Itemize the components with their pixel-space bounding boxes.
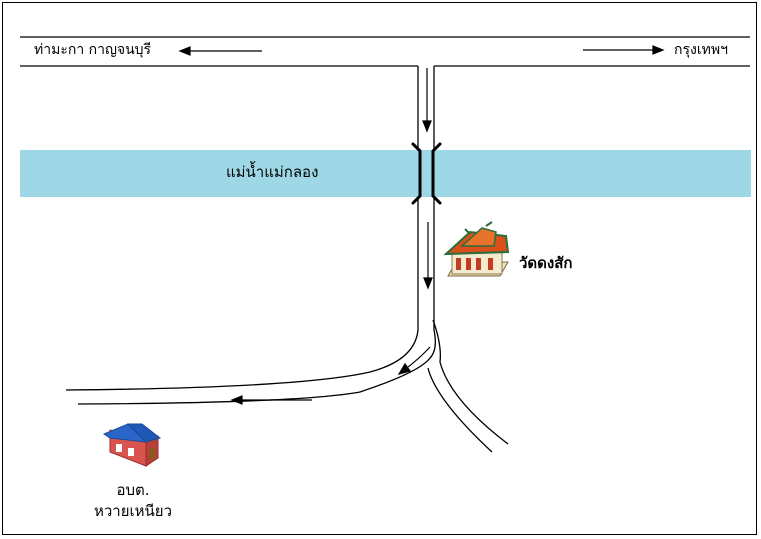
vertical-road [65,66,509,453]
arrow-down-icon [422,68,432,133]
main-road [20,36,750,67]
arrow-down-icon [423,222,433,290]
arrow-left-icon [230,395,312,405]
temple-icon [443,221,510,277]
office-label: อบต. หวายเหนียว [78,480,188,522]
office-label-line2: หวายเหนียว [93,502,172,520]
office-label-line1: อบต. [116,481,150,499]
direction-left-label: ท่ามะกา กาญจนบุรี [34,42,152,58]
bridge-icon [411,142,442,205]
river-label: แม่น้ำแม่กลอง [226,163,319,181]
house-icon [102,423,162,467]
arrow-curve-icon [397,346,431,375]
arrow-left-icon [178,46,262,56]
direction-right-label: กรุงเทพฯ [674,42,728,58]
river [20,150,751,197]
arrow-right-icon [583,45,665,55]
temple-label: วัดดงสัก [519,254,573,272]
